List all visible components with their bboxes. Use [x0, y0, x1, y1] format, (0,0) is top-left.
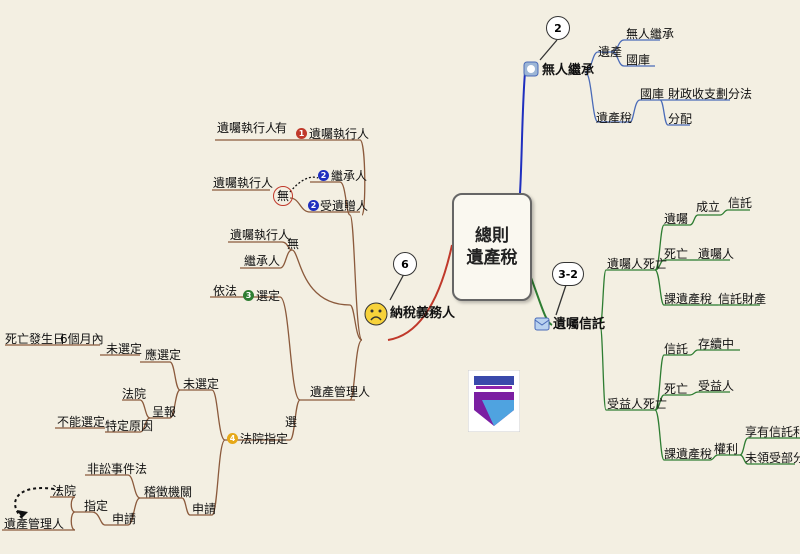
node-national-treasury-2[interactable]: 國庫 [640, 87, 665, 101]
node-estate-admin-2[interactable]: 遺產管理人 [4, 517, 65, 531]
node-levy-tax-1[interactable]: 課遺產稅 [664, 292, 713, 306]
node-testamentary-trust[interactable]: 遺囑信託 [553, 317, 606, 332]
central-topic-line1: 總則 [475, 226, 509, 246]
node-legatee[interactable]: 受遺贈人 [320, 199, 369, 213]
badge-1: 1 [296, 128, 307, 139]
node-apply-2[interactable]: 申請 [112, 512, 137, 526]
node-beneficiary-death[interactable]: 受益人死亡 [607, 397, 668, 411]
node-testator[interactable]: 遺囑人 [698, 247, 735, 261]
node-noncontentious-law[interactable]: 非訟事件法 [87, 462, 148, 476]
node-rights[interactable]: 權利 [714, 442, 739, 456]
node-trust-property[interactable]: 信託財產 [718, 292, 767, 306]
node-heir[interactable]: 繼承人 [331, 169, 368, 183]
node-apply[interactable]: 申請 [192, 502, 217, 516]
node-tax-agency[interactable]: 稽徵機關 [144, 485, 193, 499]
central-topic[interactable]: 總則 遺產稅 [452, 193, 532, 301]
node-fiscal-law[interactable]: 財政收支劃分法 [668, 87, 753, 101]
node-by-law[interactable]: 依法 [213, 284, 238, 298]
callout-3-2: 3-2 [552, 262, 584, 286]
node-court-designate[interactable]: 法院指定 [240, 432, 289, 446]
node-distribution[interactable]: 分配 [668, 112, 693, 126]
node-heir-3[interactable]: 繼承人 [244, 254, 281, 268]
node-trust-2[interactable]: 信託 [664, 342, 689, 356]
node-not-elected[interactable]: 未選定 [183, 377, 220, 391]
node-within-6-months[interactable]: 6個月內 [60, 332, 104, 346]
node-designate[interactable]: 指定 [84, 499, 109, 513]
node-unreceived-part[interactable]: 未領受部分 [745, 451, 800, 465]
node-specific-reason[interactable]: 特定原因 [105, 419, 154, 433]
node-court-2[interactable]: 法院 [52, 484, 77, 498]
node-estate-admin[interactable]: 遺產管理人 [310, 385, 371, 399]
node-testator-death[interactable]: 遺囑人死亡 [607, 257, 668, 271]
node-executor-leaf-2[interactable]: 遺囑執行人 [213, 176, 274, 190]
node-none-1[interactable]: 無 [273, 186, 293, 206]
node-established[interactable]: 成立 [696, 200, 721, 214]
node-no-heir[interactable]: 無人繼承 [542, 63, 595, 78]
node-choose[interactable]: 選 [285, 415, 298, 429]
node-levy-tax-2[interactable]: 課遺產稅 [664, 447, 713, 461]
badge-2b: 2 [308, 200, 319, 211]
node-death-date[interactable]: 死亡發生日 [5, 332, 66, 346]
sad-face-icon [364, 302, 388, 329]
node-executor-3[interactable]: 遺囑執行人 [230, 228, 291, 242]
node-trust[interactable]: 信託 [728, 196, 753, 210]
badge-3: 3 [243, 290, 254, 301]
central-topic-line2: 遺產稅 [466, 248, 518, 268]
callout-6: 6 [393, 252, 417, 276]
no-heir-icon [523, 61, 539, 80]
node-estate[interactable]: 遺產 [598, 45, 623, 59]
node-death-2[interactable]: 死亡 [664, 382, 689, 396]
badge-4: 4 [227, 433, 238, 444]
node-estate-tax[interactable]: 遺產稅 [596, 111, 633, 125]
node-ongoing[interactable]: 存續中 [698, 337, 735, 351]
node-report[interactable]: 呈報 [152, 405, 177, 419]
node-elect[interactable]: 選定 [256, 289, 281, 303]
node-trust-benefit[interactable]: 享有信託利益 [745, 425, 800, 439]
node-death-1[interactable]: 死亡 [664, 247, 689, 261]
badge-2a: 2 [318, 170, 329, 181]
node-national-treasury[interactable]: 國庫 [626, 53, 651, 67]
node-executor-leaf[interactable]: 遺囑執行人 [217, 121, 278, 135]
node-no-heir-leaf[interactable]: 無人繼承 [626, 27, 675, 41]
node-none-2[interactable]: 無 [287, 237, 300, 251]
callout-2: 2 [546, 16, 570, 40]
node-has[interactable]: 有 [275, 121, 288, 135]
node-court[interactable]: 法院 [122, 387, 147, 401]
node-beneficiary[interactable]: 受益人 [698, 379, 735, 393]
node-should-elect[interactable]: 應選定 [145, 348, 182, 362]
node-not-elected-2[interactable]: 未選定 [106, 342, 143, 356]
testamentary-trust-icon [534, 316, 550, 335]
publisher-logo [467, 369, 521, 433]
node-taxpayer[interactable]: 納稅義務人 [390, 306, 456, 321]
node-cannot-elect[interactable]: 不能選定 [57, 415, 106, 429]
node-executor-1[interactable]: 遺囑執行人 [309, 127, 370, 141]
node-will[interactable]: 遺囑 [664, 212, 689, 226]
